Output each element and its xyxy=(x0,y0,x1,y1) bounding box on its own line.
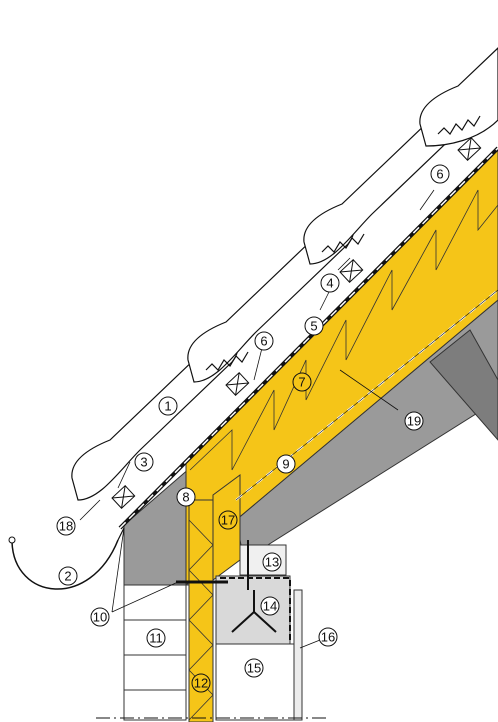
callout-number: 12 xyxy=(194,676,208,691)
callout-8: 8 xyxy=(176,487,196,507)
callout-number: 6 xyxy=(260,334,267,349)
callout-12: 12 xyxy=(191,673,211,693)
callout-6b: 6 xyxy=(430,164,450,184)
callout-6a: 6 xyxy=(254,331,274,351)
callout-number: 3 xyxy=(140,455,147,470)
interior-plaster xyxy=(293,589,303,721)
callout-9: 9 xyxy=(276,454,296,474)
callout-number: 8 xyxy=(182,490,189,505)
callout-18: 18 xyxy=(56,516,76,536)
callout-number: 11 xyxy=(149,631,163,646)
callout-number: 13 xyxy=(265,555,279,570)
callout-number: 19 xyxy=(407,414,421,429)
callout-number: 14 xyxy=(263,599,277,614)
callout-2: 2 xyxy=(58,566,78,586)
callout-14: 14 xyxy=(260,596,280,616)
roof-tiles xyxy=(71,47,498,501)
outer-brick-wall xyxy=(123,584,187,721)
callout-17: 17 xyxy=(218,510,238,530)
callout-11: 11 xyxy=(146,628,166,648)
inner-masonry-block xyxy=(215,643,295,721)
callout-number: 10 xyxy=(93,610,107,625)
callout-number: 17 xyxy=(221,513,235,528)
callout-4: 4 xyxy=(320,273,340,293)
eave-timber-block xyxy=(123,466,191,586)
ring-beam-membrane xyxy=(220,577,291,642)
insulation-zigzag xyxy=(189,189,498,471)
callout-number: 7 xyxy=(298,375,305,390)
callout-number: 4 xyxy=(326,276,333,291)
callout-13: 13 xyxy=(262,552,282,572)
callout-number: 9 xyxy=(282,457,289,472)
callout-number: 15 xyxy=(247,661,261,676)
callout-number: 6 xyxy=(436,167,443,182)
callout-7: 7 xyxy=(292,372,312,392)
callout-number: 1 xyxy=(164,399,171,414)
callout-number: 16 xyxy=(321,630,335,645)
strut-beam xyxy=(429,329,498,441)
tile-interlock-profiles xyxy=(205,115,481,371)
rain-gutter xyxy=(11,539,119,590)
leader-lines xyxy=(79,189,435,649)
callout-19: 19 xyxy=(404,411,424,431)
callout-10: 10 xyxy=(90,607,110,627)
callout-1: 1 xyxy=(158,396,178,416)
roof-battens xyxy=(111,137,482,509)
callout-number: 2 xyxy=(64,569,71,584)
callout-3: 3 xyxy=(134,452,154,472)
callout-15: 15 xyxy=(244,658,264,678)
callout-16: 16 xyxy=(318,627,338,647)
callout-5: 5 xyxy=(304,316,324,336)
callout-number: 18 xyxy=(59,519,73,534)
callout-number: 5 xyxy=(310,319,317,334)
roof-underlay-dash xyxy=(119,147,498,529)
